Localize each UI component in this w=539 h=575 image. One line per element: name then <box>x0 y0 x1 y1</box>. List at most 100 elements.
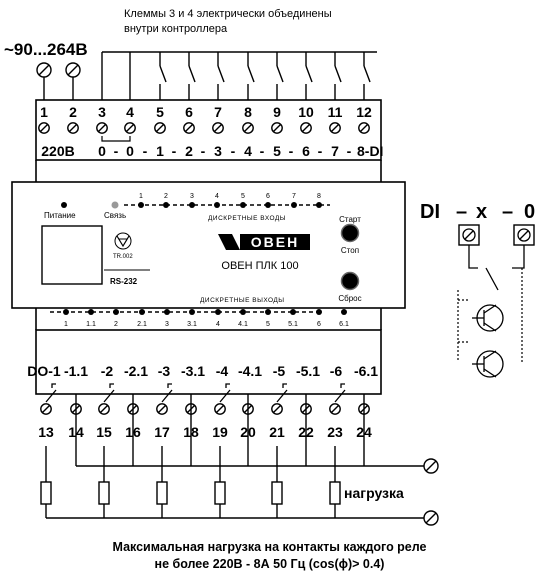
terminal-number: 6 <box>185 104 193 120</box>
power-terminal-1 <box>36 62 52 78</box>
svg-text:-6: -6 <box>330 363 343 379</box>
svg-text:1: 1 <box>64 321 68 328</box>
svg-text:5: 5 <box>241 193 245 200</box>
svg-text:-: - <box>231 143 236 159</box>
output-led <box>265 309 271 315</box>
svg-text:-: - <box>172 143 177 159</box>
svg-text:–: – <box>502 201 513 223</box>
power-supply-label: ~90...264В <box>4 40 88 59</box>
svg-text:-: - <box>347 143 352 159</box>
di-terminal-x <box>458 224 480 246</box>
di-terminal-0 <box>513 224 535 246</box>
load-resistor <box>98 481 110 505</box>
top-note-line-1: Клеммы 3 и 4 электрически объединены <box>124 8 332 20</box>
outputs-label: ДИСКРЕТНЫЕ ВЫХОДЫ <box>200 297 285 304</box>
top-terminal-numbers: 1 2 3 4 5 6 7 8 9 10 11 12 <box>40 104 372 120</box>
load-label: нагрузка <box>344 485 404 501</box>
svg-text:-: - <box>114 143 119 159</box>
svg-text:8: 8 <box>317 193 321 200</box>
terminal-number: 1 <box>40 104 48 120</box>
svg-text:ОВЕН: ОВЕН <box>251 234 299 250</box>
svg-text:-: - <box>318 143 323 159</box>
output-led <box>139 309 145 315</box>
svg-text:-: - <box>201 143 206 159</box>
terminal-number: 8 <box>244 104 252 120</box>
svg-text:3: 3 <box>214 143 222 159</box>
svg-text:0: 0 <box>524 201 535 223</box>
svg-text:7: 7 <box>292 193 296 200</box>
transistor-icon <box>472 304 504 332</box>
terminal-number: 5 <box>156 104 164 120</box>
power-led <box>61 202 67 208</box>
link-led <box>111 201 119 209</box>
svg-text:x: x <box>476 201 487 223</box>
svg-text:–: – <box>456 201 467 223</box>
certification-icon <box>114 232 132 250</box>
reset-label: Сброс <box>338 294 361 303</box>
svg-text:-6.1: -6.1 <box>354 363 378 379</box>
load-supply-terminal-bottom <box>423 510 439 526</box>
svg-text:7: 7 <box>331 143 339 159</box>
cert-label: TR.002 <box>113 254 133 260</box>
svg-text:2: 2 <box>185 143 193 159</box>
output-led <box>290 309 296 315</box>
svg-text:6: 6 <box>266 193 270 200</box>
svg-text:2: 2 <box>114 321 118 328</box>
input-wiring <box>101 51 377 100</box>
reset-button[interactable] <box>340 271 360 291</box>
transistor-icons <box>457 268 523 362</box>
svg-text:0: 0 <box>98 143 106 159</box>
start-label: Старт <box>339 215 361 224</box>
do-labels: DO-1 -1.1 -2 -2.1 -3 -3.1 -4 -4.1 -5 -5.… <box>27 363 378 379</box>
svg-text:2: 2 <box>164 193 168 200</box>
load-resistors <box>40 481 341 505</box>
input-led <box>316 202 322 208</box>
output-led <box>189 309 195 315</box>
svg-text:6: 6 <box>302 143 310 159</box>
svg-text:-5.1: -5.1 <box>296 363 320 379</box>
caption-line-1: Максимальная нагрузка на контакты каждог… <box>112 540 427 554</box>
load-resistor <box>271 481 283 505</box>
rs232-label: RS-232 <box>110 277 138 286</box>
svg-text:4: 4 <box>244 143 252 159</box>
input-led <box>214 202 220 208</box>
svg-text:17: 17 <box>154 424 170 440</box>
svg-text:-: - <box>260 143 265 159</box>
load-resistor <box>329 481 341 505</box>
output-led <box>63 309 69 315</box>
supply-voltage-label: 220В <box>41 143 74 159</box>
input-led <box>265 202 271 208</box>
svg-text:-3: -3 <box>158 363 171 379</box>
svg-text:3: 3 <box>190 193 194 200</box>
svg-text:-4: -4 <box>216 363 229 379</box>
terminal-number: 12 <box>356 104 372 120</box>
load-supply-terminal-top <box>423 458 439 474</box>
svg-text:5: 5 <box>273 143 281 159</box>
output-led <box>113 309 119 315</box>
top-note-line-2: внутри контроллера <box>124 23 228 35</box>
svg-text:1: 1 <box>139 193 143 200</box>
svg-text:13: 13 <box>38 424 54 440</box>
svg-text:1.1: 1.1 <box>86 321 96 328</box>
svg-text:-5: -5 <box>273 363 286 379</box>
caption-line-2: не более 220В - 8А 50 Гц (cos(ϕ)> 0.4) <box>154 557 385 571</box>
front-panel: 1 2 3 4 5 6 7 8 ДИСКРЕТНЫЕ ВХОДЫ Питание… <box>41 193 362 328</box>
svg-text:-: - <box>143 143 148 159</box>
load-resistor <box>156 481 168 505</box>
svg-text:DO-1: DO-1 <box>27 363 61 379</box>
terminal-number: 2 <box>69 104 77 120</box>
svg-text:2.1: 2.1 <box>137 321 147 328</box>
svg-text:-1.1: -1.1 <box>64 363 88 379</box>
brand-logo: ОВЕН <box>218 234 310 250</box>
load-resistor <box>214 481 226 505</box>
svg-text:19: 19 <box>212 424 228 440</box>
plc-housing <box>11 99 406 395</box>
terminal-number: 10 <box>298 104 314 120</box>
di-switch-wiring <box>468 245 525 291</box>
svg-text:-2.1: -2.1 <box>124 363 148 379</box>
input-led <box>163 202 169 208</box>
load-resistor <box>40 481 52 505</box>
model-label: ОВЕН ПЛК 100 <box>221 260 298 272</box>
start-stop-button[interactable] <box>340 223 360 243</box>
svg-text:8-DI: 8-DI <box>357 143 383 159</box>
